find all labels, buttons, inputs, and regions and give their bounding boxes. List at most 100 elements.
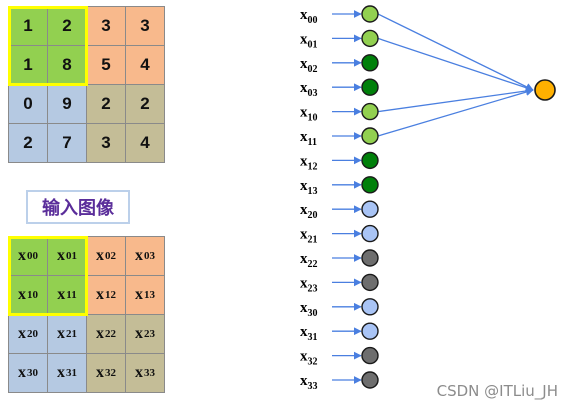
input-neuron <box>361 273 379 292</box>
pixel-value-cell: 2 <box>126 85 164 123</box>
input-label: x30 <box>300 300 318 319</box>
index-prefix: x <box>96 325 104 342</box>
input-label: x10 <box>300 105 318 124</box>
index-subscript: 21 <box>66 328 77 340</box>
index-subscript: 03 <box>144 250 155 262</box>
index-subscript: 32 <box>105 367 116 379</box>
input-neuron <box>361 224 379 243</box>
index-subscript: 22 <box>105 328 116 340</box>
index-subscript: 02 <box>105 250 116 262</box>
pixel-value-cell: 1 <box>9 7 47 45</box>
input-label: x12 <box>300 153 318 172</box>
index-subscript: 11 <box>66 289 77 301</box>
input-neuron <box>361 102 379 121</box>
pixel-value-cell: 8 <box>48 46 86 84</box>
input-label: x21 <box>300 227 318 246</box>
caption-text: 输入图像 <box>42 198 114 219</box>
input-neuron <box>361 200 379 218</box>
index-prefix: x <box>135 325 143 342</box>
index-prefix: x <box>96 364 104 381</box>
index-prefix: x <box>57 247 65 264</box>
input-neuron <box>361 29 379 48</box>
pixel-value-cell: 2 <box>9 124 47 162</box>
input-neuron <box>361 346 379 365</box>
index-subscript: 13 <box>144 289 155 301</box>
input-label: x33 <box>300 373 318 392</box>
pixel-value-cell: 3 <box>87 124 125 162</box>
pixel-value-cell: 3 <box>126 7 164 45</box>
index-subscript: 31 <box>66 367 77 379</box>
input-neuron <box>361 371 379 389</box>
input-neuron <box>361 127 379 145</box>
index-prefix: x <box>18 286 26 303</box>
pixel-value-cell: 0 <box>9 85 47 123</box>
index-subscript: 23 <box>144 328 155 340</box>
input-neuron <box>361 249 379 267</box>
index-subscript: 10 <box>27 289 38 301</box>
input-label: x02 <box>300 56 318 75</box>
index-prefix: x <box>135 286 143 303</box>
index-prefix: x <box>57 325 65 342</box>
pixel-value-cell: 4 <box>126 124 164 162</box>
pixel-value-cell: 2 <box>48 7 86 45</box>
input-neuron <box>361 176 379 194</box>
input-label: x13 <box>300 178 318 197</box>
index-subscript: 00 <box>27 250 38 262</box>
index-prefix: x <box>57 286 66 303</box>
index-prefix: x <box>18 325 26 342</box>
index-subscript: 01 <box>66 250 77 262</box>
input-neuron <box>361 5 379 23</box>
input-label: x23 <box>300 275 318 294</box>
input-neuron <box>361 78 379 96</box>
input-label: x31 <box>300 324 318 343</box>
index-prefix: x <box>135 247 143 264</box>
index-subscript: 12 <box>105 289 116 301</box>
connection-arrow <box>377 13 534 91</box>
connection-arrow <box>377 88 534 137</box>
input-label: x03 <box>300 80 318 99</box>
input-label: x32 <box>300 349 318 368</box>
index-prefix: x <box>18 247 26 264</box>
index-subscript: 20 <box>27 328 38 340</box>
input-label: x00 <box>300 7 318 26</box>
index-prefix: x <box>96 247 104 264</box>
input-label: x11 <box>300 129 317 148</box>
input-image-caption: 输入图像 <box>26 190 130 224</box>
input-label: x01 <box>300 31 318 50</box>
input-neuron <box>361 322 379 340</box>
index-subscript: 33 <box>144 367 155 379</box>
input-neuron <box>361 54 379 72</box>
index-subscript: 30 <box>27 367 38 379</box>
input-label: x22 <box>300 251 318 270</box>
connection-arrow <box>377 87 534 113</box>
pixel-value-cell: 1 <box>9 46 47 84</box>
pixel-value-cell: 7 <box>48 124 86 162</box>
pixel-value-cell: 2 <box>87 85 125 123</box>
index-prefix: x <box>96 286 104 303</box>
pixel-value-cell: 9 <box>48 85 86 123</box>
pixel-value-cell: 4 <box>126 46 164 84</box>
index-prefix: x <box>18 364 26 381</box>
index-prefix: x <box>135 364 143 381</box>
input-neuron <box>361 298 379 316</box>
output-neuron <box>534 79 556 101</box>
pixel-value-cell: 3 <box>87 7 125 45</box>
watermark: CSDN @ITLiu_JH <box>436 382 558 400</box>
input-label: x20 <box>300 202 318 221</box>
